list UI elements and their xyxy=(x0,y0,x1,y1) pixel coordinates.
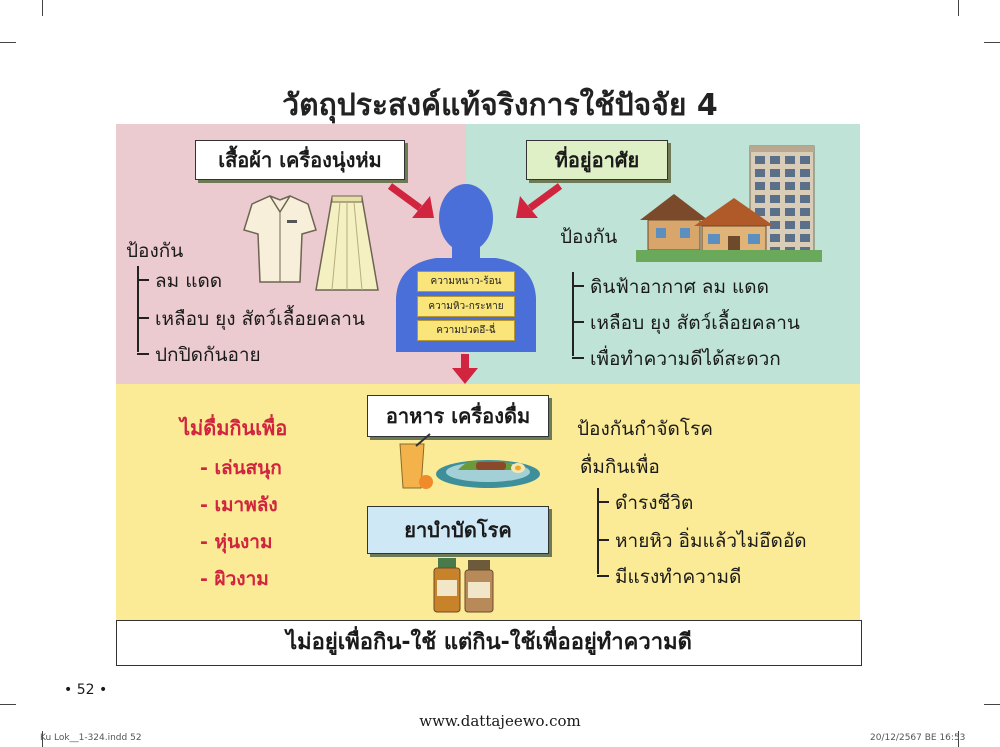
window xyxy=(770,208,780,216)
purpose-list: ดำรงชีวิต หายหิว อิ่มแล้วไม่อึดอัด มีแรง… xyxy=(596,488,849,588)
house-illustration xyxy=(636,145,822,262)
plate-icon xyxy=(436,460,540,488)
crop-mark xyxy=(0,42,16,43)
window xyxy=(770,195,780,203)
window xyxy=(785,208,795,216)
window xyxy=(755,169,765,177)
window xyxy=(785,156,795,164)
window xyxy=(755,208,765,216)
thai-house-icon xyxy=(636,194,822,262)
window xyxy=(785,221,795,229)
list-item: มีแรงทำความดี xyxy=(596,562,741,592)
window xyxy=(755,156,765,164)
list-item: ดำรงชีวิต xyxy=(596,488,693,518)
purpose-heading-2: ดื่มกินเพื่อ xyxy=(580,456,660,478)
list-item: เพื่อทำความดีได้สะดวก xyxy=(572,344,781,374)
housing-heading: ป้องกัน xyxy=(560,226,618,248)
window xyxy=(755,182,765,190)
crop-mark xyxy=(0,704,16,705)
list-item: - เมาพลัง xyxy=(200,494,278,516)
housing-list: ดินฟ้าอากาศ ลม แดด เหลือบ ยุง สัตว์เลื้อ… xyxy=(572,272,844,370)
page-number: • 52 • xyxy=(64,682,108,698)
skirt-icon xyxy=(315,195,379,291)
arrow-down-icon xyxy=(452,354,478,384)
purpose-heading-1: ป้องกันกำจัดโรค xyxy=(577,418,714,440)
list-item: - เล่นสนุก xyxy=(200,457,282,479)
list-item: เหลือบ ยุง สัตว์เลื้อยคลาน xyxy=(572,308,800,338)
crop-mark xyxy=(958,0,959,16)
window xyxy=(785,182,795,190)
need-label: ความหนาว-ร้อน xyxy=(417,271,515,292)
window xyxy=(770,182,780,190)
window xyxy=(785,169,795,177)
housing-label: ที่อยู่อาศัย xyxy=(526,140,668,180)
window xyxy=(800,221,810,229)
slug-left: Ku Lok__1-324.indd 52 xyxy=(40,733,142,743)
arrow-down-left-icon xyxy=(516,183,563,218)
food-illustration xyxy=(399,433,540,489)
list-item: หายหิว อิ่มแล้วไม่อึดอัด xyxy=(597,526,807,556)
window xyxy=(785,234,795,242)
medicine-bottles-illustration xyxy=(433,558,494,613)
list-item: เหลือบ ยุง สัตว์เลื้อยคลาน xyxy=(137,304,365,334)
window xyxy=(770,169,780,177)
shirt-icon xyxy=(243,195,317,283)
website-link[interactable]: www.dattajeewo.com xyxy=(419,712,581,730)
window xyxy=(785,195,795,203)
window xyxy=(800,234,810,242)
medicine-label: ยาบำบัดโรค xyxy=(367,506,549,554)
clothes-list: ลม แดด เหลือบ ยุง สัตว์เลื้อยคลาน ปกปิดก… xyxy=(136,266,399,366)
list-item: ปกปิดกันอาย xyxy=(137,340,261,370)
list-item: ดินฟ้าอากาศ ลม แดด xyxy=(572,272,769,302)
crop-mark xyxy=(958,731,959,747)
list-item: - ผิวงาม xyxy=(200,568,269,590)
footer-statement: ไม่อยู่เพื่อกิน-ใช้ แต่กิน-ใช้เพื่ออยู่ท… xyxy=(116,620,862,666)
clothes-label: เสื้อผ้า เครื่องนุ่งห่ม xyxy=(195,140,405,180)
crop-mark xyxy=(42,731,43,747)
window xyxy=(800,182,810,190)
crop-mark xyxy=(42,0,43,16)
window xyxy=(800,169,810,177)
medicine-bottle-icon xyxy=(433,558,461,613)
slug-right: 20/12/2567 BE 16:53 xyxy=(870,733,966,743)
crop-mark xyxy=(984,704,1000,705)
drink-glass-icon xyxy=(399,433,433,489)
not-for-heading: ไม่ดื่มกินเพื่อ xyxy=(180,416,288,440)
need-label: ความปวดอึ-ฉี่ xyxy=(417,320,515,341)
window xyxy=(800,195,810,203)
list-item: - หุ่นงาม xyxy=(200,531,273,553)
clothes-illustration xyxy=(243,195,379,291)
window xyxy=(770,156,780,164)
clothes-heading: ป้องกัน xyxy=(126,240,184,262)
window xyxy=(770,234,780,242)
need-label: ความหิว-กระหาย xyxy=(417,296,515,317)
window xyxy=(770,221,780,229)
window xyxy=(755,195,765,203)
list-item: ลม แดด xyxy=(136,266,222,296)
crop-mark xyxy=(984,42,1000,43)
page-title: วัตถุประสงค์แท้จริงการใช้ปัจจัย 4 xyxy=(282,88,718,123)
food-label: อาหาร เครื่องดื่ม xyxy=(367,395,549,437)
window xyxy=(800,156,810,164)
window xyxy=(800,208,810,216)
medicine-jar-icon xyxy=(464,560,494,613)
arrow-down-right-icon xyxy=(387,183,434,218)
